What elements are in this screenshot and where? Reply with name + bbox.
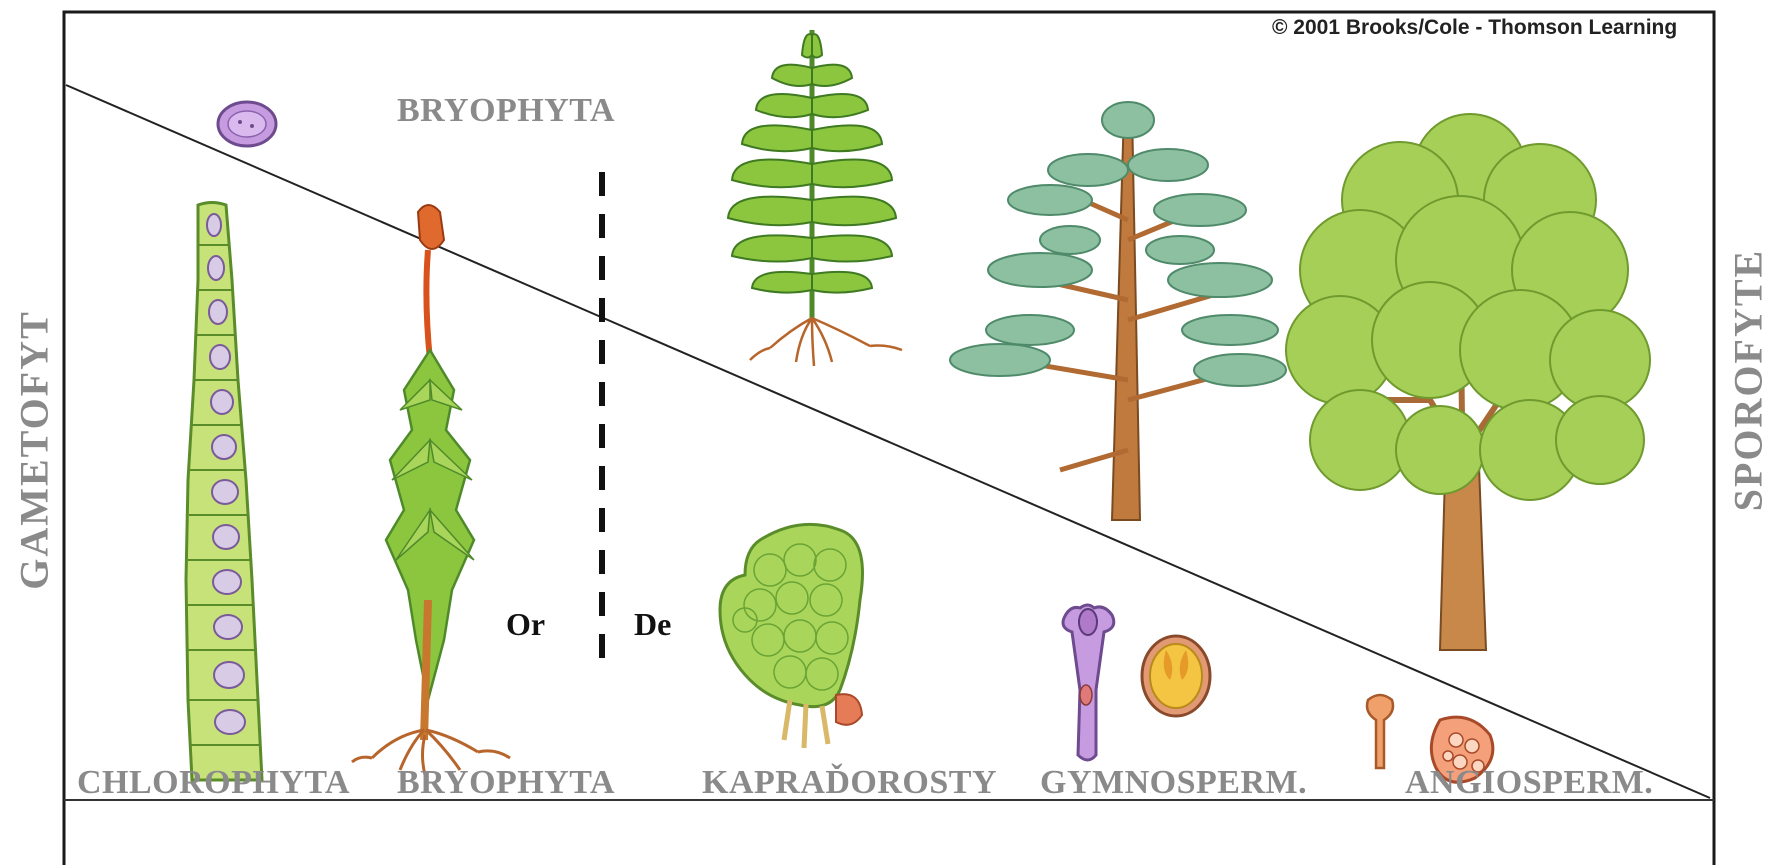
copyright-notice: © 2001 Brooks/Cole - Thomson Learning: [1272, 16, 1677, 40]
pine-ovule: [1142, 636, 1210, 716]
label-or: Or: [506, 606, 545, 643]
group-label-gymnosperm: GYMNOSPERM.: [1040, 764, 1307, 802]
spore-icon: [218, 102, 276, 146]
group-label-bryophyta: BRYOPHYTA: [397, 764, 615, 802]
label-de: De: [634, 606, 671, 643]
group-label-chlorophyta: CHLOROPHYTA: [77, 764, 350, 802]
top-label-bryophyta: BRYOPHYTA: [397, 92, 615, 130]
side-label-gametofyt: GAMETOFYT: [11, 310, 58, 590]
group-label-angiosperm: ANGIOSPERM.: [1405, 764, 1653, 802]
side-label-sporofyte: SPOROFYTE: [1725, 249, 1772, 511]
group-label-kapradorosty: KAPRAĎOROSTY: [702, 764, 997, 802]
